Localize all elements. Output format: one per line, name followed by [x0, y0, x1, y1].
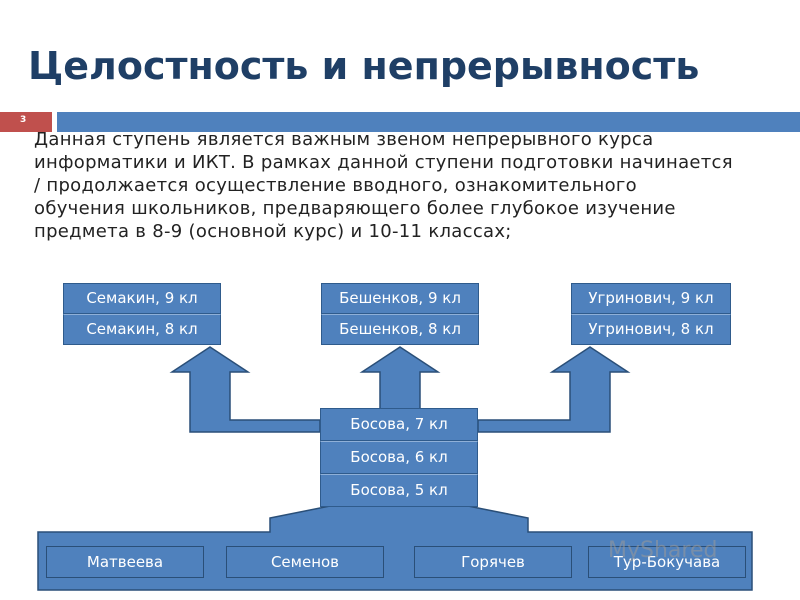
semenov-box: Семенов	[226, 546, 384, 578]
branch-arrow-center	[359, 346, 441, 411]
goryachev-box: Горячев	[414, 546, 572, 578]
bosova-7-box: Босова, 7 кл	[320, 408, 478, 441]
watermark-logo: MyShared	[608, 538, 718, 563]
beshenkov-8-box: Бешенков, 8 кл	[321, 314, 479, 345]
branch-arrow-shape	[169, 346, 321, 433]
tur-bokuchava-box: Тур-Бокучава	[588, 546, 746, 578]
bosova-6-box: Босова, 6 кл	[320, 441, 478, 474]
semakin-8-box: Семакин, 8 кл	[63, 314, 221, 345]
bosova-5-box: Босова, 5 кл	[320, 474, 478, 507]
matveeva-box: Матвеева	[46, 546, 204, 578]
slide-title: Целостность и непрерывность	[28, 44, 700, 88]
ugrinovich-8-box: Угринович, 8 кл	[571, 314, 731, 345]
slide-number-bar	[0, 112, 52, 132]
base-arrow-shape	[37, 505, 753, 591]
body-paragraph: Данная ступень является важным звеном не…	[34, 129, 733, 242]
slide-number: 3	[20, 115, 27, 125]
branch-arrow-right	[477, 346, 631, 433]
ugrinovich-9-box: Угринович, 9 кл	[571, 283, 731, 314]
header-rule	[57, 112, 800, 132]
semakin-9-box: Семакин, 9 кл	[63, 283, 221, 314]
beshenkov-9-box: Бешенков, 9 кл	[321, 283, 479, 314]
